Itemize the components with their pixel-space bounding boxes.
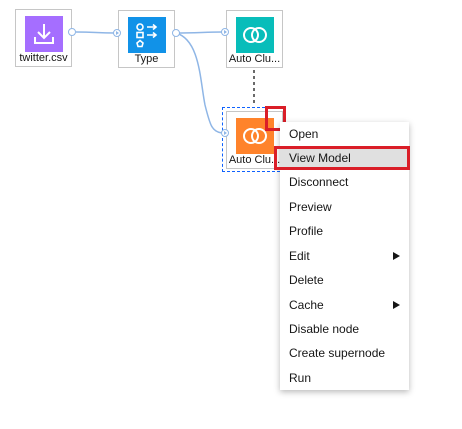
menu-item-cache[interactable]: Cache [280, 293, 409, 317]
menu-item-label: Cache [289, 298, 324, 312]
node-label: Type [134, 53, 159, 65]
link-type-to-autoclu-model [175, 32, 223, 134]
menu-item-run[interactable]: Run [289, 371, 312, 385]
overlapping-circles-icon [243, 27, 267, 43]
node-label: Auto Clu... [228, 154, 281, 166]
submenu-arrow-icon [393, 301, 400, 309]
autoclu-top-node-tile [236, 17, 274, 53]
node-twitter-csv[interactable]: twitter.csv [15, 9, 72, 67]
input-port[interactable] [113, 29, 121, 37]
input-port[interactable] [221, 129, 229, 137]
node-auto-cluster-top[interactable]: Auto Clu... [226, 10, 283, 68]
menu-item-profile[interactable]: Profile [289, 224, 324, 238]
link-type-to-autoclu-top [175, 31, 223, 34]
menu-item-open[interactable]: Open [289, 127, 319, 141]
shapes-arrows-icon [136, 23, 158, 48]
type-node-tile [128, 17, 166, 53]
node-label: Auto Clu... [228, 53, 281, 65]
menu-item-delete[interactable]: Delete [289, 273, 324, 287]
menu-item-label: Edit [289, 249, 310, 263]
menu-item-disconnect[interactable]: Disconnect [289, 175, 349, 189]
output-port[interactable] [172, 29, 180, 37]
menu-item-disable-node[interactable]: Disable node [289, 322, 360, 336]
node-type[interactable]: Type [118, 10, 175, 68]
context-menu: Open View Model Disconnect Preview Profi… [280, 122, 409, 390]
node-auto-cluster-model[interactable]: Auto Clu... [226, 111, 283, 169]
menu-item-preview[interactable]: Preview [289, 200, 332, 214]
menu-item-view-model[interactable]: View Model [280, 146, 409, 170]
view-model-highlight [274, 146, 410, 170]
overlapping-circles-icon [243, 128, 267, 144]
menu-item-edit[interactable]: Edit [280, 244, 409, 268]
menu-trigger-highlight [265, 106, 286, 131]
node-label: twitter.csv [19, 52, 68, 64]
input-port[interactable] [221, 28, 229, 36]
source-node-tile [25, 16, 63, 52]
link-twitter-to-type [75, 31, 116, 34]
menu-item-create-supernode[interactable]: Create supernode [289, 346, 386, 360]
submenu-arrow-icon [393, 252, 400, 260]
output-port[interactable] [68, 28, 76, 36]
download-icon [34, 24, 54, 44]
